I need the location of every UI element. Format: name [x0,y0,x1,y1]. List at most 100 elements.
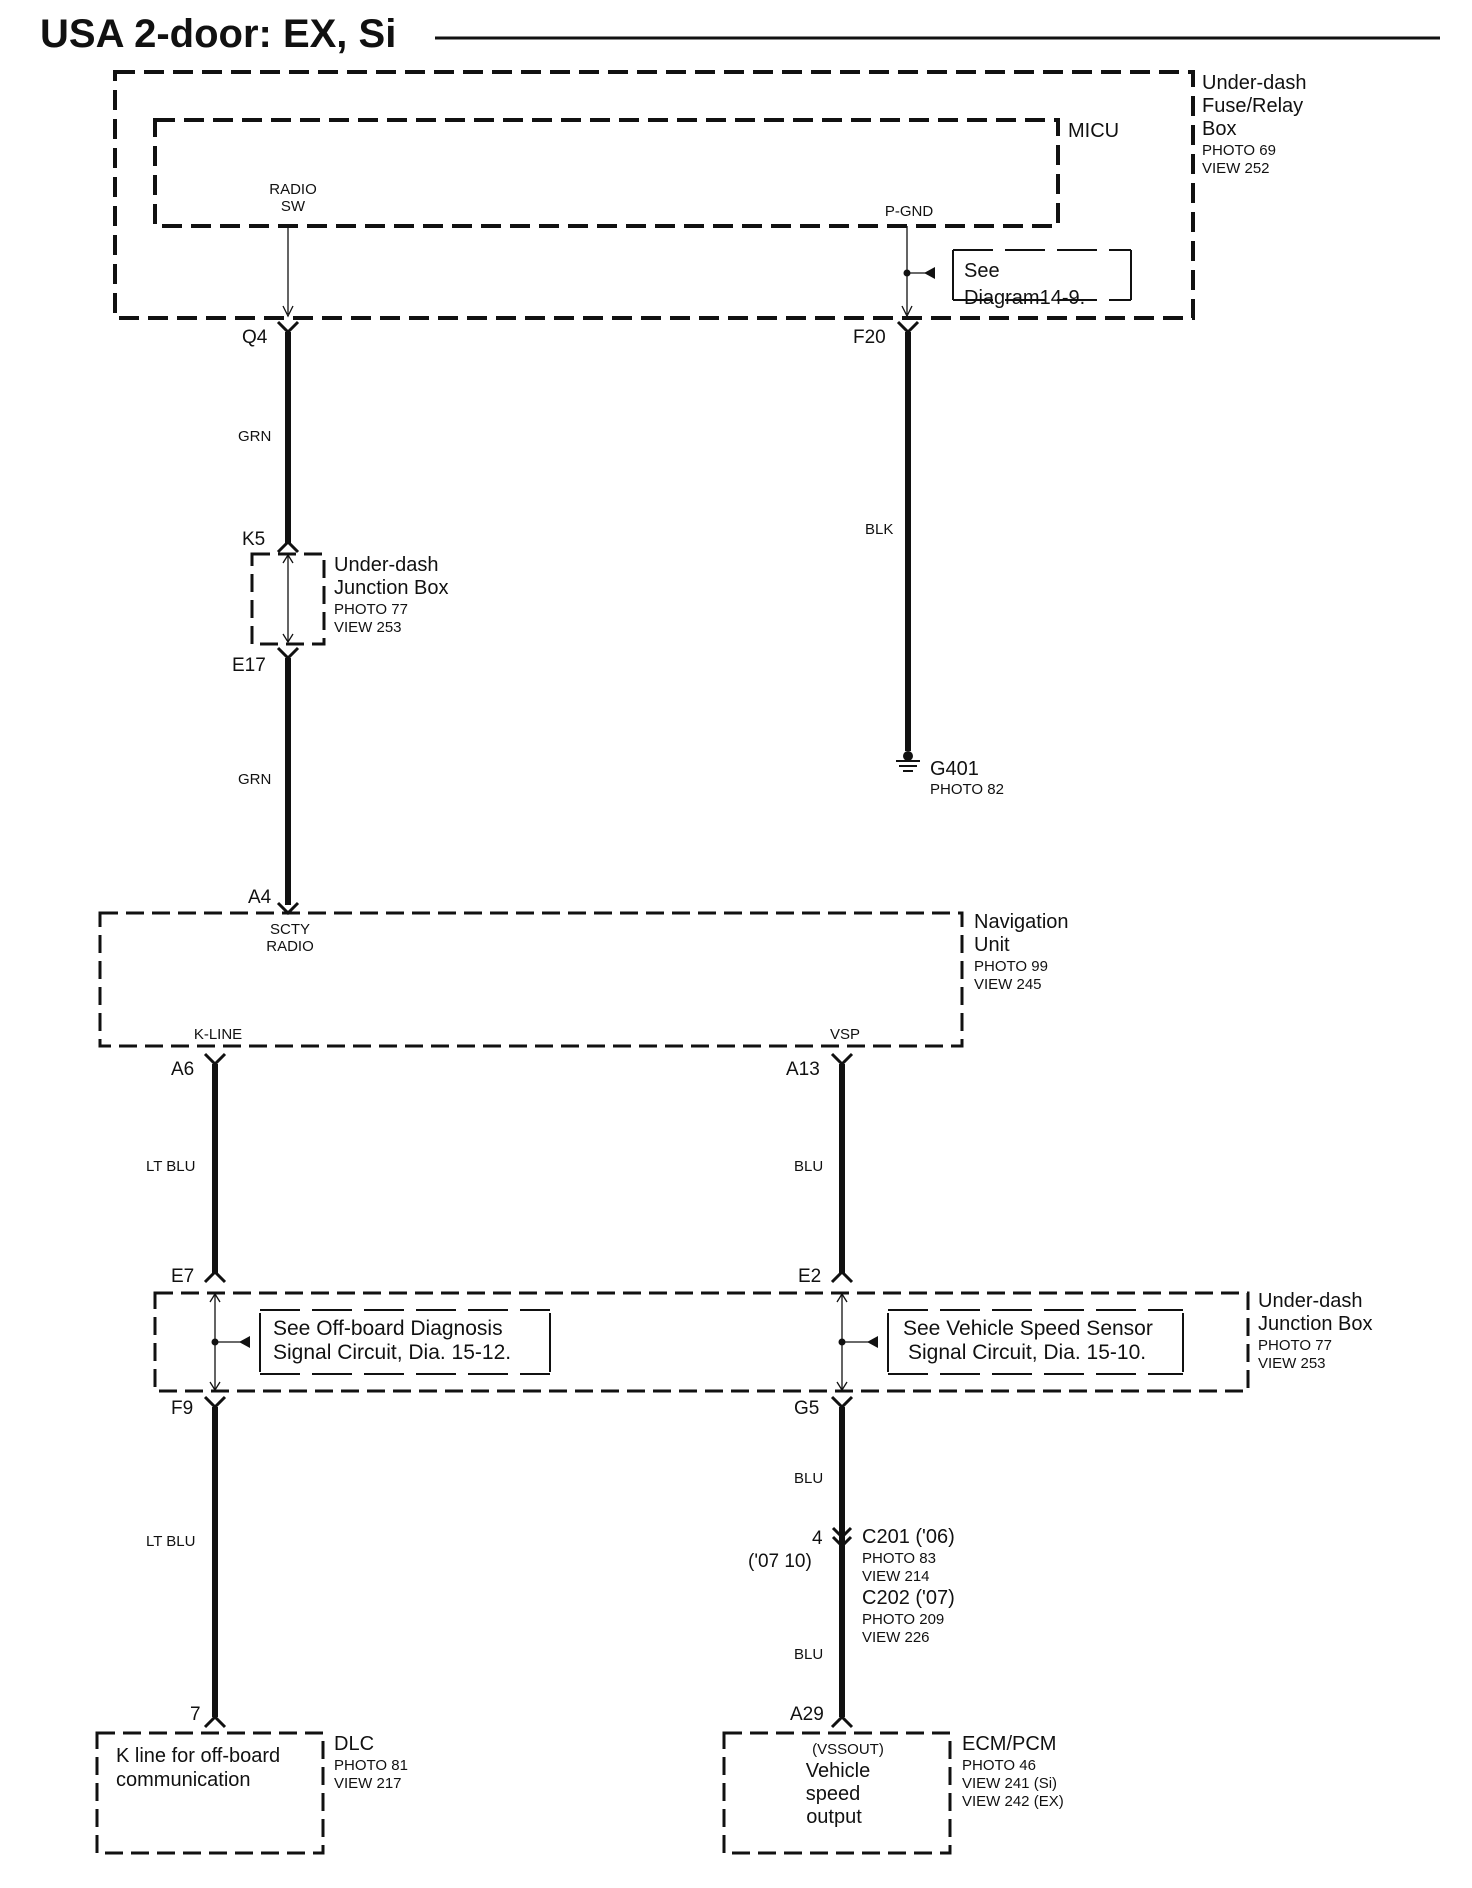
pin-g5: G5 [794,1398,819,1419]
fuse-relay-box [113,70,1195,320]
arrow-icon [282,553,294,564]
pin-f20: F20 [853,327,886,348]
wire-label-grn-2: GRN [238,771,271,788]
see-label: See [964,260,1000,282]
nav-photo: PHOTO 99 [974,958,1048,975]
ground-photo: PHOTO 82 [930,781,1004,798]
dlc-box [95,1731,325,1855]
arrow-icon [901,305,913,318]
ground-icon [896,751,920,772]
wire-label-blu-2: BLU [794,1470,823,1487]
pin-e7: E7 [171,1266,194,1287]
pin-a13: A13 [786,1059,820,1080]
radio-label: RADIO [266,938,314,955]
c201-label: C201 ('06) [862,1526,955,1548]
connector-q4-icon [276,320,300,335]
nav-view: VIEW 245 [974,976,1042,993]
junction-box-2 [153,1291,1250,1393]
c202-photo: PHOTO 209 [862,1611,944,1628]
ecm-view-si: VIEW 241 (Si) [962,1775,1057,1792]
wire-label-lt-blu-2: LT BLU [146,1533,195,1550]
diagram-title: USA 2-door: EX, Si [40,12,396,56]
ecm-text-output: output [806,1806,862,1828]
dlc-photo: PHOTO 81 [334,1757,408,1774]
connector-a4-icon [276,901,300,916]
connector-a29-icon [830,1714,854,1729]
dlc-view: VIEW 217 [334,1775,402,1792]
connector-pin-4: 4 [812,1528,823,1549]
nav-name-1: Navigation [974,911,1069,933]
connector-a13-icon [830,1052,854,1067]
wire-label-lt-blu-1: LT BLU [146,1158,195,1175]
ecm-text-vehicle: Vehicle [806,1760,871,1782]
arrow-icon [209,1381,221,1392]
wire-label-blu-3: BLU [794,1646,823,1663]
pin-e17: E17 [232,655,266,676]
connector-f9-icon [203,1395,227,1410]
navigation-unit-box [98,911,964,1048]
pin-f9: F9 [171,1398,193,1419]
ground-name: G401 [930,758,979,780]
pin-e2: E2 [798,1266,821,1287]
connector-e7-icon [203,1269,227,1284]
ecm-name: ECM/PCM [962,1733,1056,1755]
pin-a29: A29 [790,1704,824,1725]
scty-label: SCTY [270,921,310,938]
pin-a6: A6 [171,1059,194,1080]
arrow-icon [836,1292,848,1303]
junction-2-name-1: Under-dash [1258,1290,1363,1312]
arrow-icon [209,1292,221,1303]
c202-label: C202 ('07) [862,1587,955,1609]
pin-a4: A4 [248,887,272,908]
connector-c201-icon-2 [831,1535,853,1549]
junction-1-name-2: Junction Box [334,577,449,599]
junction-1-view: VIEW 253 [334,619,402,636]
fuse-box-view: VIEW 252 [1202,160,1270,177]
ecm-pcm-box [722,1731,952,1855]
see-diagram-label: Diagram14-9. [964,287,1085,309]
radio-sw-label-1: RADIO [269,181,317,198]
dlc-name: DLC [334,1733,374,1755]
junction-2-photo: PHOTO 77 [1258,1337,1332,1354]
arrow-icon [282,305,294,318]
wire-label-blk: BLK [865,521,893,538]
connector-pin-alt: ('07 10) [748,1551,812,1572]
pin-k5: K5 [242,529,265,550]
ecm-photo: PHOTO 46 [962,1757,1036,1774]
ref-arrow-icon [239,1336,250,1348]
connector-g5-icon [830,1395,854,1410]
junction-2-view: VIEW 253 [1258,1355,1326,1372]
pin-q4: Q4 [242,327,268,348]
fuse-box-photo: PHOTO 69 [1202,142,1276,159]
ecm-view-ex: VIEW 242 (EX) [962,1793,1064,1810]
connector-c201-icon [831,1526,853,1540]
ref-arrow-icon [867,1336,878,1348]
fuse-box-name-2: Fuse/Relay [1202,95,1303,117]
k-line-label: K-LINE [194,1026,242,1043]
wire-label-grn-1: GRN [238,428,271,445]
radio-sw-label-2: SW [281,198,306,215]
connector-e17-icon [276,646,300,661]
note-left-line-2: Signal Circuit, Dia. 15-12. [273,1341,511,1364]
connector-e2-icon [830,1269,854,1284]
dlc-text-1: K line for off-board [116,1745,280,1767]
junction-1-name-1: Under-dash [334,554,439,576]
ecm-vssout: (VSSOUT) [812,1741,884,1758]
note-right-line-1: See Vehicle Speed Sensor [903,1317,1153,1340]
micu-box [153,118,1060,228]
connector-7-icon [203,1714,227,1729]
c202-view: VIEW 226 [862,1629,930,1646]
vsp-label: VSP [830,1026,860,1043]
p-gnd-label: P-GND [885,203,934,220]
c201-photo: PHOTO 83 [862,1550,936,1567]
junction-1-photo: PHOTO 77 [334,601,408,618]
note-right-line-2: Signal Circuit, Dia. 15-10. [908,1341,1146,1364]
c201-view: VIEW 214 [862,1568,930,1585]
arrow-icon [836,1381,848,1392]
ecm-text-speed: speed [806,1783,861,1805]
note-left-line-1: See Off-board Diagnosis [273,1317,503,1340]
dlc-text-2: communication [116,1769,251,1791]
connector-a6-icon [203,1052,227,1067]
nav-name-2: Unit [974,934,1010,956]
